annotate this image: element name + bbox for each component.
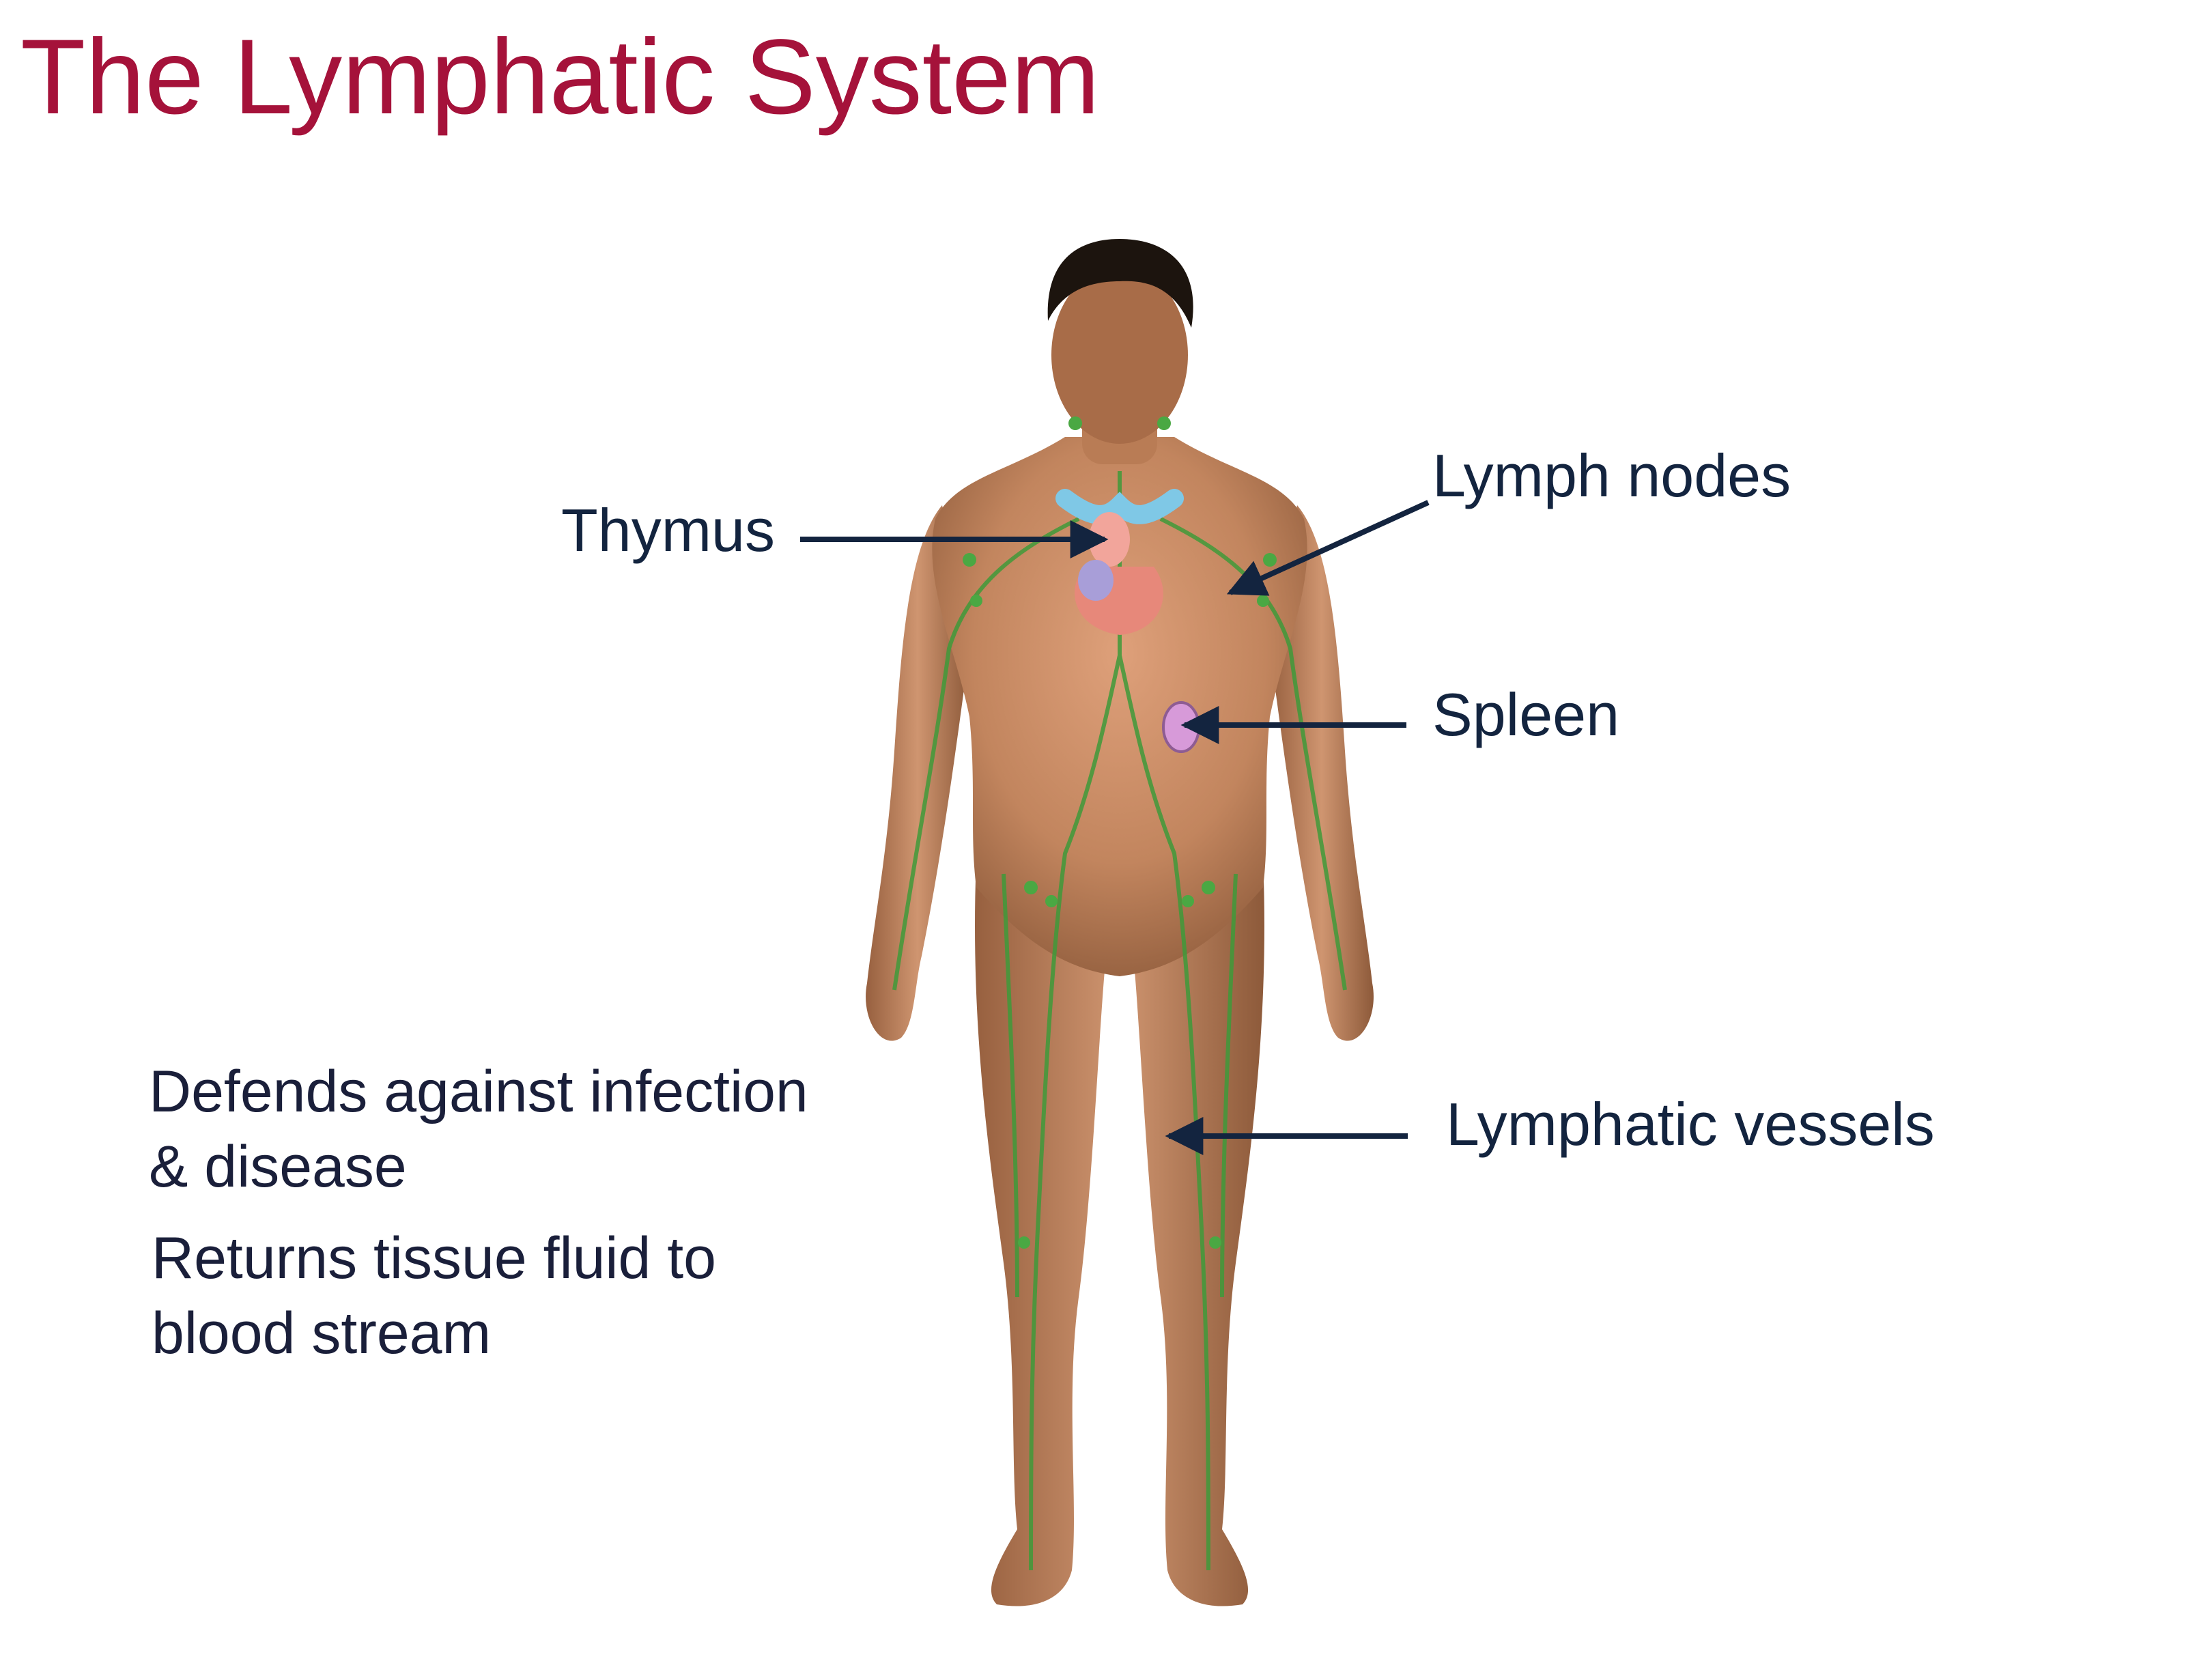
label-thymus: Thymus xyxy=(561,496,775,564)
fact-returns-line-1: Returns tissue fluid to xyxy=(152,1225,716,1291)
fact-returns-line-2: blood stream xyxy=(152,1301,492,1367)
label-lymphatic-vessels: Lymphatic vessels xyxy=(1446,1090,1935,1158)
slide-title: The Lymphatic System xyxy=(20,18,1100,137)
fact-defends: Defends against infection & disease xyxy=(149,1054,808,1204)
fact-returns-fluid: Returns tissue fluid to blood stream xyxy=(152,1221,716,1371)
label-spleen: Spleen xyxy=(1432,681,1620,748)
fact-defends-line-1: Defends against infection xyxy=(149,1059,808,1124)
label-lymph-nodes: Lymph nodes xyxy=(1432,442,1791,509)
fact-defends-line-2: & disease xyxy=(149,1134,407,1200)
lymph-node-dots xyxy=(963,416,1277,1249)
lymph-nodes-arrow xyxy=(1226,500,1430,596)
body-silhouette xyxy=(866,239,1374,1606)
leader-arrows xyxy=(800,500,1430,1155)
